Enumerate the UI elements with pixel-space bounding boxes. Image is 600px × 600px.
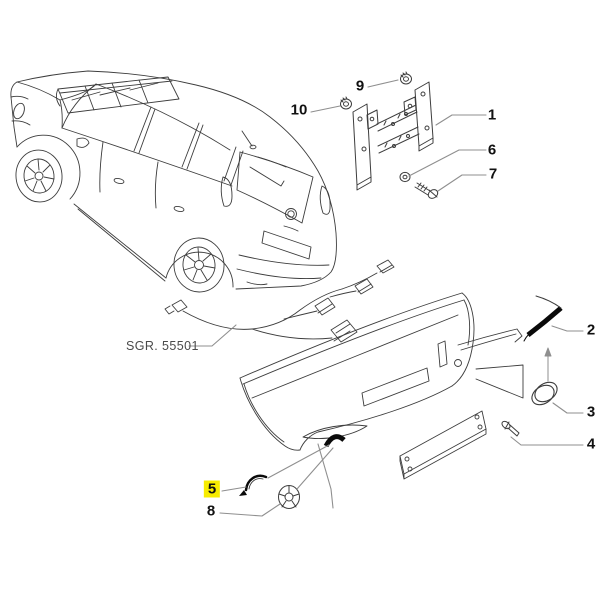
leader-2 (551, 325, 584, 332)
rear-bumper-part (239, 292, 524, 451)
tow-cover-part-5 (239, 474, 268, 496)
callout-3[interactable]: 3 (586, 403, 596, 421)
molding-strip-part-2 (523, 295, 563, 342)
callout-5-highlighted[interactable]: 5 (203, 480, 221, 498)
leader-8 (219, 503, 281, 517)
leader-5 (221, 486, 247, 492)
leader-5-to-bumper (267, 444, 330, 479)
leader-7 (437, 174, 487, 192)
washer-part-6 (399, 171, 411, 183)
harness-connector (164, 259, 395, 343)
screw-part-4 (501, 420, 520, 437)
nut-part-10 (340, 96, 352, 110)
leader-6 (408, 149, 487, 177)
leader-1 (435, 114, 487, 126)
group-code-label[interactable]: SGR. 55501 (126, 339, 199, 353)
rear-wheel (173, 237, 225, 293)
callout-1[interactable]: 1 (487, 106, 497, 124)
front-wheel (15, 149, 63, 203)
cap-part-3 (531, 381, 558, 406)
callout-4[interactable]: 4 (586, 435, 596, 453)
leader-4 (510, 436, 584, 446)
leader-10 (310, 105, 341, 113)
leader-lines (188, 79, 584, 517)
leader-8-to-bumper (296, 447, 334, 490)
leader-bumper-detail (317, 443, 334, 509)
license-plate-plinth (399, 410, 487, 480)
callout-9[interactable]: 9 (355, 77, 365, 95)
license-bracket-part-1 (352, 81, 434, 191)
leader-3 (552, 402, 584, 414)
callout-10[interactable]: 10 (290, 101, 308, 119)
callout-8[interactable]: 8 (206, 502, 216, 520)
callout-2[interactable]: 2 (586, 321, 596, 339)
fit-direction-arrow-icon (544, 347, 552, 382)
callout-6[interactable]: 6 (487, 141, 497, 159)
bolt-part-7 (414, 182, 439, 199)
callout-7[interactable]: 7 (488, 165, 498, 183)
grommet-part-8 (278, 485, 300, 509)
car-illustration (10, 70, 337, 293)
nut-part-9 (400, 71, 412, 85)
tow-hook-cover-location (323, 434, 346, 448)
leader-sgr (188, 324, 237, 347)
leader-9 (367, 79, 399, 88)
wiring-harness-sgr-55501 (164, 259, 395, 343)
